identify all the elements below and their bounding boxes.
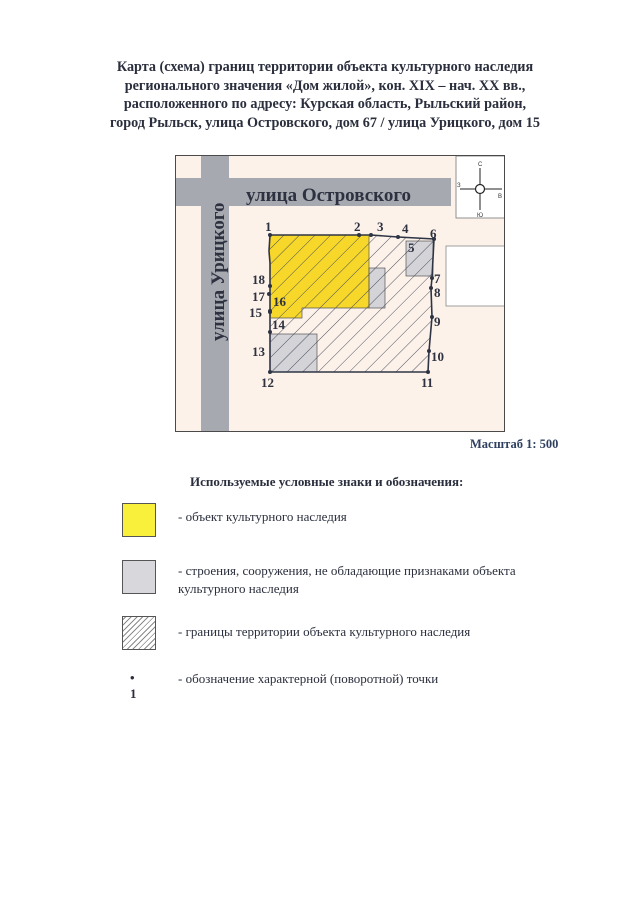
- svg-text:Ю: Ю: [477, 213, 483, 219]
- svg-text:10: 10: [431, 349, 444, 364]
- point-symbol-icon: • 1: [130, 670, 137, 701]
- legend-text: - границы территории объекта культурного…: [178, 624, 471, 639]
- legend-text: - объект культурного наследия: [178, 509, 347, 524]
- yellow-swatch-icon: [122, 503, 156, 537]
- svg-text:3: 3: [377, 219, 384, 234]
- svg-text:8: 8: [434, 285, 441, 300]
- svg-text:7: 7: [434, 271, 441, 286]
- hatch-swatch-icon: [122, 616, 156, 650]
- svg-text:В: В: [498, 194, 502, 200]
- title-line-2: регионального значения «Дом жилой», кон.…: [124, 77, 526, 94]
- map-scale: Масштаб 1: 500: [470, 437, 559, 451]
- svg-text:17: 17: [252, 289, 266, 304]
- street-label-urickogo: улица Урицкого: [208, 202, 229, 341]
- svg-text:18: 18: [252, 272, 266, 287]
- svg-text:З: З: [457, 183, 461, 189]
- legend-title: Используемые условные знаки и обозначени…: [190, 474, 464, 489]
- svg-text:15: 15: [249, 305, 263, 320]
- svg-text:16: 16: [273, 294, 287, 309]
- svg-text:9: 9: [434, 314, 441, 329]
- gray-swatch-icon: [122, 560, 156, 594]
- svg-text:С: С: [478, 162, 483, 168]
- hatch-overlay: [268, 234, 435, 373]
- legend-text: - строения, сооружения, не обладающие пр…: [178, 563, 516, 596]
- svg-text:2: 2: [354, 219, 361, 234]
- svg-text:1: 1: [265, 219, 272, 234]
- title-line-1: Карта (схема) границ территории объекта …: [116, 59, 534, 75]
- street-ostrovskogo: [176, 178, 451, 206]
- svg-text:6: 6: [430, 226, 437, 241]
- street-label-ostrovskogo: улица Островского: [246, 185, 411, 206]
- svg-text:4: 4: [402, 221, 409, 236]
- map-title: Карта (схема) границ территории объекта …: [60, 58, 590, 132]
- svg-text:12: 12: [261, 375, 274, 390]
- svg-text:13: 13: [252, 344, 266, 359]
- title-line-4: город Рыльск, улица Островского, дом 67 …: [110, 114, 540, 131]
- compass-rose-icon: С Ю З В: [455, 156, 504, 219]
- neighbor-building: [445, 245, 504, 307]
- legend-text: - обозначение характерной (поворотной) т…: [178, 671, 439, 686]
- site-map: улица Островского улица Урицкого С Ю З В: [175, 155, 505, 432]
- svg-text:14: 14: [272, 317, 286, 332]
- svg-text:5: 5: [408, 240, 415, 255]
- svg-text:11: 11: [421, 375, 433, 390]
- title-line-3: расположенного по адресу: Курская област…: [123, 96, 527, 112]
- point-labels: 1 2 3 4 5 6 7 8 9 10 11 12 13 14 15 16 1…: [249, 219, 444, 390]
- turning-points: [267, 233, 436, 374]
